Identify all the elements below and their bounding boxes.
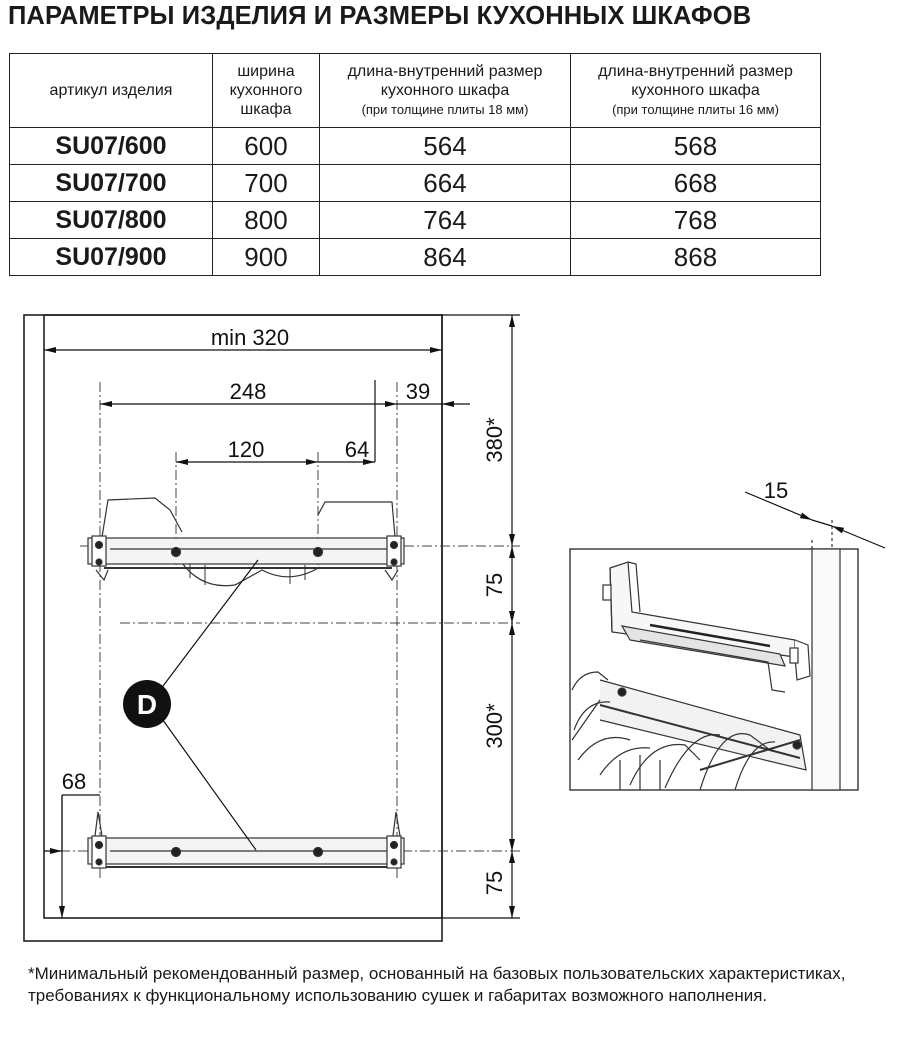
dim-248: 248 (230, 379, 267, 404)
header-len16: длина-внутренний размер кухонного шкафа(… (570, 53, 821, 128)
cell-code: SU07/900 (9, 238, 213, 276)
table-row: SU07/900 900 864 868 (9, 238, 821, 276)
header-code: артикул изделия (9, 53, 213, 128)
marker-d-label: D (137, 689, 157, 720)
dim-75-bottom: 75 (482, 871, 507, 895)
cell-len18: 664 (319, 164, 571, 202)
center-lines (60, 382, 520, 880)
table-header-row: артикул изделия ширина кухонного шкафа д… (9, 53, 821, 128)
detail-view (569, 520, 859, 791)
spec-table: артикул изделия ширина кухонного шкафа д… (9, 53, 821, 276)
header-width: ширина кухонного шкафа (212, 53, 320, 128)
detail-dimension-15 (744, 491, 886, 549)
dim-68: 68 (62, 769, 86, 794)
cell-len18: 864 (319, 238, 571, 276)
cell-len16: 768 (570, 201, 821, 239)
dimension-lines (44, 347, 470, 918)
cell-width: 800 (212, 201, 320, 239)
detail-dim-15: 15 (764, 478, 788, 503)
lower-rail (87, 811, 405, 869)
dim-39: 39 (406, 379, 430, 404)
cell-code: SU07/800 (9, 201, 213, 239)
dim-min-width: min 320 (211, 325, 289, 350)
marker-d: D (123, 559, 259, 851)
vertical-dimension-chain (442, 314, 520, 919)
cell-len18: 764 (319, 201, 571, 239)
cell-len18: 564 (319, 127, 571, 165)
cell-len16: 668 (570, 164, 821, 202)
upper-rail (87, 497, 405, 587)
page-title: ПАРАМЕТРЫ ИЗДЕЛИЯ И РАЗМЕРЫ КУХОННЫХ ШКА… (8, 2, 752, 30)
header-len18: длина-внутренний размер кухонного шкафа(… (319, 53, 571, 128)
dim-380: 380* (482, 417, 507, 463)
dim-300: 300* (482, 703, 507, 749)
footnote: *Минимальный рекомендованный размер, осн… (28, 964, 846, 1005)
cell-len16: 868 (570, 238, 821, 276)
dim-120: 120 (228, 437, 265, 462)
cabinet-outline (23, 314, 443, 942)
table-row: SU07/800 800 764 768 (9, 201, 821, 239)
dim-75-top: 75 (482, 573, 507, 597)
dim-64: 64 (345, 437, 369, 462)
cell-code: SU07/700 (9, 164, 213, 202)
cell-width: 900 (212, 238, 320, 276)
